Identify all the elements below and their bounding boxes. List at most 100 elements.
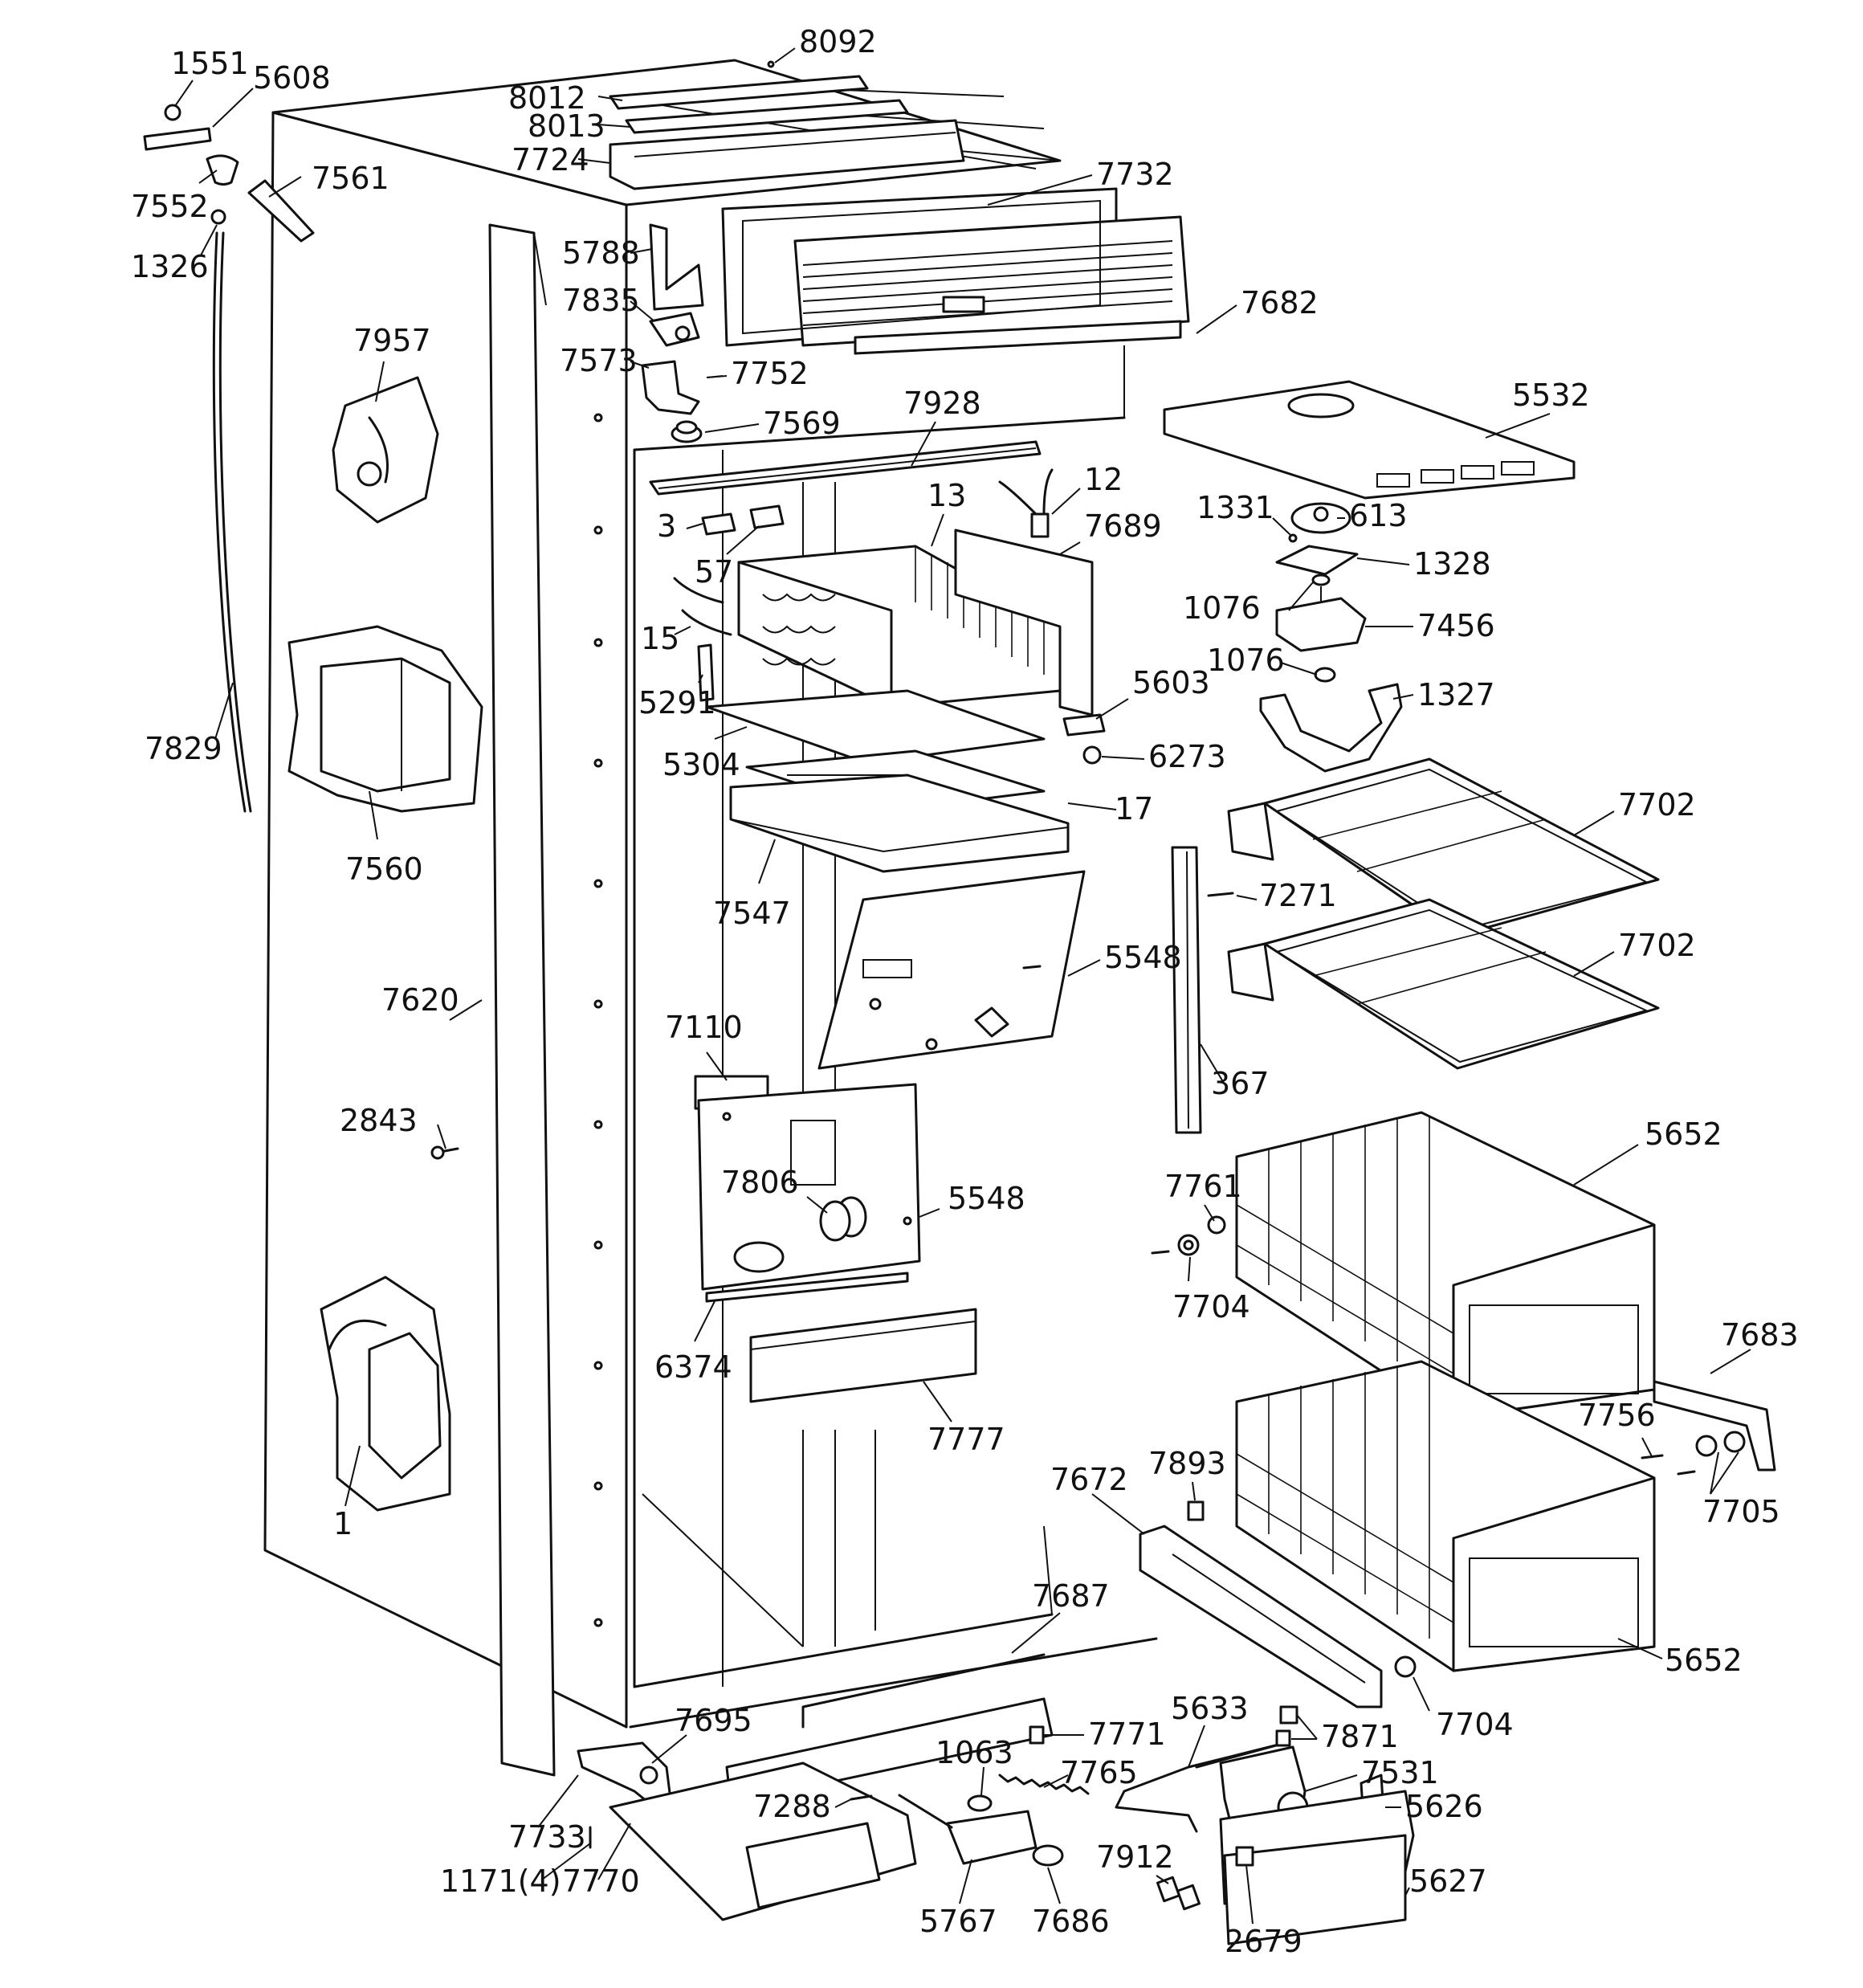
callout-label: 7547 [713,896,791,931]
callout-label: 7686 [1032,1904,1110,1939]
callout-label: 3 [657,508,676,544]
callout-label: 5291 [638,685,716,720]
part-6374-strip [705,1272,909,1303]
callout-label: 7702 [1618,787,1696,823]
callout-label: 7271 [1259,878,1337,913]
callout-label: 7761 [1164,1169,1242,1204]
callout-label: 5626 [1405,1789,1483,1824]
callout-label: 7912 [1096,1839,1174,1875]
callout-label: 8013 [528,108,605,144]
part-613-fan-blade [1288,502,1351,543]
part-7702-shelf-lower [1227,898,1660,1070]
callout-label: 5652 [1645,1116,1722,1152]
callout-label: 7704 [1172,1289,1250,1325]
part-7912-fitting [1156,1876,1201,1911]
part-7547-drain-pan [729,774,1070,873]
callout-label: 7672 [1050,1462,1128,1497]
callout-label: 7770 [562,1863,640,1899]
callout-label: 7893 [1148,1446,1226,1481]
callout-label: 7871 [1321,1719,1399,1754]
callout-label: 7765 [1060,1755,1138,1790]
callout-label: 7456 [1417,608,1495,643]
part-5652-basket-upper [1235,1111,1656,1419]
part-7620-trim-strip [488,223,556,1777]
callout-label: 1 [333,1506,353,1541]
part-7456-fan-motor [1275,586,1367,652]
callout-label: 7569 [763,406,841,441]
callout-label: 7724 [512,142,589,178]
part-3-57-clips [701,504,785,536]
callout-label: 7732 [1096,157,1174,192]
callout-label: 5652 [1665,1643,1743,1678]
callout-label: 7957 [353,323,431,358]
callout-label: 7928 [903,386,981,421]
callout-label: 2679 [1225,1924,1302,1959]
callout-label: 7829 [145,731,222,766]
callout-label: 7687 [1032,1578,1110,1614]
callout-label: 5532 [1512,378,1590,413]
part-7893-block [1187,1500,1205,1521]
part-7724-top-channel [609,119,965,190]
part-7672-rail [1139,1525,1417,1708]
part-7829-water-tube [212,231,252,813]
part-1063-5767-7686-assy [898,1794,1064,1867]
callout-label: 5548 [948,1181,1025,1216]
part-7957-inset [332,376,439,524]
callout-label: 7573 [560,343,638,378]
part-7683-rail [1641,1380,1776,1476]
callout-label: 5304 [662,747,740,782]
callout-label: 7682 [1241,285,1319,320]
callout-label: 1171(4) [440,1863,561,1899]
part-5627-tray [1219,1790,1415,1945]
part-7732-evaporator-cover [721,187,1190,347]
callout-label: 7620 [381,982,459,1018]
callout-label: 7806 [721,1165,799,1200]
callout-label: 1076 [1207,643,1285,678]
part-5304-pan [705,689,1046,765]
callout-label: 7705 [1702,1494,1780,1529]
part-2679-fitting [1235,1846,1254,1867]
part-7573-bracket [641,360,724,415]
callout-label: 13 [927,478,966,513]
part-7928-channel [649,440,1042,496]
part-13-evaporator [737,545,1062,708]
callout-label: 57 [695,554,733,590]
callout-label: 5767 [919,1904,997,1939]
parts-1551-5608-7552-7561-tubing [143,104,315,243]
callout-label: 7552 [131,189,209,224]
callout-label: 7835 [562,283,640,318]
callout-label: 12 [1084,462,1123,497]
callout-label: 1331 [1196,490,1274,525]
callout-label: 7695 [675,1703,752,1738]
callout-label: 7777 [927,1422,1005,1457]
callout-label: 1328 [1413,546,1491,582]
callout-label: 7704 [1436,1707,1514,1742]
callout-label: 1063 [936,1735,1013,1770]
callout-label: 7288 [753,1789,831,1824]
callout-label: 2843 [340,1103,418,1138]
callout-label: 7771 [1088,1717,1166,1752]
callout-label: 5788 [562,235,640,271]
callout-label: 7752 [731,356,809,391]
part-5548-lower-cover [694,1075,921,1291]
callout-label: 5633 [1171,1691,1249,1726]
part-7835-bracket [649,312,700,347]
callout-label: 1327 [1417,677,1495,712]
part-6273-clip [1082,745,1102,765]
callout-label: 7689 [1084,508,1162,544]
part-7569-grommet [671,420,703,443]
callout-label: 5603 [1132,665,1210,700]
callout-label: 6273 [1148,739,1226,774]
part-8012-8013-top-strips [609,60,909,134]
part-1328-bracket [1275,545,1359,576]
callout-label: 17 [1115,791,1153,827]
part-5548-upper-cover [817,870,1086,1070]
callout-label: 5548 [1104,940,1182,975]
callout-label: 5627 [1409,1863,1487,1899]
part-7682-cover-strip [854,320,1182,355]
part-5788-bracket [649,223,704,311]
part-7771-nut [1029,1725,1045,1745]
part-1327-bracket [1259,683,1403,773]
callout-label: 7756 [1578,1398,1656,1433]
part-5652-basket-lower [1235,1360,1656,1672]
